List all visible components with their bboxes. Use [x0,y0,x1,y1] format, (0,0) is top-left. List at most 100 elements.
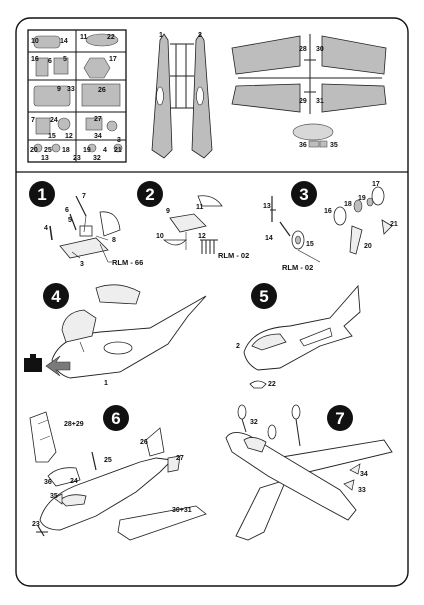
step-part-label: 1 [104,380,108,387]
step-part-label: 30+31 [172,507,192,514]
sprue-label: 26 [98,87,106,94]
sprue-label: 25 [44,147,52,154]
step-part-label: 32 [250,419,258,426]
step-part-label: 5 [68,217,72,224]
step-part-label: 13 [263,203,271,210]
sprue-label: 33 [67,86,75,93]
canopy-sprue: 36 35 [292,123,338,149]
step-badge [137,181,163,207]
step-badge [29,181,55,207]
step-part-label: 24 [70,478,78,485]
step-number: 4 [51,287,61,306]
step-part-label: 3 [80,261,84,268]
step-part-label: 9 [166,208,170,215]
step-part-label: 21 [390,221,398,228]
step-part-label: 36 [44,479,52,486]
step-part-label: 7 [82,193,86,200]
step-part-label: 12 [198,233,206,240]
sprue-label: 22 [107,34,115,41]
page-border [15,17,409,587]
step-part-label: 15 [306,241,314,248]
sprue-label: 10 [31,38,39,45]
insert-arrow-icon [45,355,71,377]
wing-label: 28 [299,46,307,53]
step-part-label: 34 [360,471,368,478]
step-part-label: 18 [344,201,352,208]
step-part-label: 19 [358,195,366,202]
step-number: 6 [111,409,120,428]
step-part-label: 27 [176,455,184,462]
step-part-label: 11 [196,204,204,211]
step-part-label: 14 [265,235,273,242]
step-badge [291,181,317,207]
sprue-label: 34 [94,133,102,140]
weight-icon [30,354,36,359]
step-badge [327,405,353,431]
sprue-label: 5 [63,56,67,63]
step-part-label: 33 [358,487,366,494]
wing-label: 29 [299,98,307,105]
canopy-label: 35 [330,142,338,149]
paint-callout: RLM - 02 [218,251,249,260]
step-number: 2 [145,185,154,204]
fuselage-halves-sprue: 1 2 [151,32,213,159]
wings-sprue: 28 30 29 31 [231,34,387,114]
fuselage-label: 2 [198,32,202,39]
step-3: 3 13 14 15 16 18 19 17 21 20 RLM - 02 [263,181,398,272]
step-number: 7 [335,409,344,428]
sprue-label: 6 [48,58,52,65]
step-badge [251,283,277,309]
weight-icon [24,358,42,372]
step-part-label: 10 [156,233,164,240]
sprue-label: 21 [114,147,122,154]
step-part-label: 4 [44,225,48,232]
sprue-label: 13 [41,155,49,162]
step-part-label: 8 [112,237,116,244]
step-number: 1 [37,185,46,204]
sprue-label: 17 [109,56,117,63]
canopy-label: 36 [299,142,307,149]
step-1: 1 7 6 4 5 8 3 RLM - 66 [29,181,143,268]
sprue-label: 19 [83,147,91,154]
sprue-label: 24 [50,117,58,124]
step-part-label: 22 [268,381,276,388]
paint-callout: RLM - 02 [282,263,313,272]
step-number: 5 [259,287,268,306]
sprue-label: 18 [62,147,70,154]
step-2: 2 9 11 10 12 RLM - 02 [137,181,249,260]
paint-callout: RLM - 66 [112,258,143,267]
step-badge [43,283,69,309]
step-part-label: 35 [50,493,58,500]
step-part-label: 6 [65,207,69,214]
step-7: 7 32 34 33 [225,404,393,541]
sprue-label: 4 [103,147,107,154]
step-part-label: 23 [32,521,40,528]
step-part-label: 26 [140,439,148,446]
sprue-label: 23 [73,155,81,162]
sprue-frame: 10 14 11 22 16 6 5 17 9 33 26 7 24 27 15… [27,29,127,163]
sprue-label: 20 [30,147,38,154]
step-number: 3 [299,185,308,204]
sprue-label: 12 [65,133,73,140]
fuselage-label: 1 [159,32,163,39]
sprue-label: 7 [31,117,35,124]
step-part-label: 17 [372,181,380,188]
sprue-label: 3 [117,137,121,144]
step-part-label: 25 [104,457,112,464]
sprue-label: 15 [48,133,56,140]
sprue-label: 16 [31,56,39,63]
sprue-label: 14 [60,38,68,45]
sprue-label: 32 [93,155,101,162]
sprue-label: 11 [80,34,88,41]
sprue-label: 9 [57,86,61,93]
step-4: 4 1 [24,283,207,387]
step-badge [103,405,129,431]
step-part-label: 2 [236,343,240,350]
wing-label: 31 [316,98,324,105]
step-part-label: 16 [324,208,332,215]
step-part-label: 28+29 [64,421,84,428]
step-5: 5 2 22 [236,283,361,389]
step-part-label: 20 [364,243,372,250]
